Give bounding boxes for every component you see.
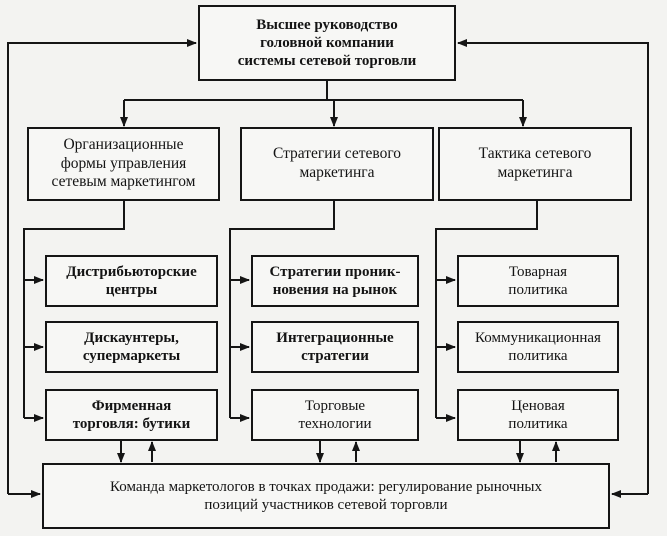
column-2-item-1-label: Стратегии проник- новения на рынок: [269, 263, 401, 298]
feedback-line-right-to-top: [457, 39, 649, 494]
column-2-item-2-label: Интеграционные стратегии: [276, 329, 394, 364]
column-3-header-box: Тактика сетевого маркетинга: [438, 127, 632, 201]
column-3-item-2-box: Коммуникационная политика: [457, 321, 619, 373]
column-3-item-1-box: Товарная политика: [457, 255, 619, 307]
column-2-trunk: [229, 201, 335, 418]
column-3-item-2-label: Коммуникационная политика: [475, 329, 601, 364]
column-3-item-1-label: Товарная политика: [508, 263, 568, 298]
column-3-header-label: Тактика сетевого маркетинга: [478, 145, 592, 181]
top-management-label: Высшее руководство головной компании сис…: [237, 16, 417, 70]
feedback-line-left-to-top: [7, 39, 197, 494]
column-3-item-3-label: Ценовая политика: [508, 397, 568, 432]
marketing-team-box: Команда маркетологов в точках продажи: р…: [42, 463, 610, 529]
column-2-item-1-box: Стратегии проник- новения на рынок: [251, 255, 419, 307]
column-1-header-label: Организационные формы управления сетевым…: [51, 135, 196, 191]
column-2-item-2-box: Интеграционные стратегии: [251, 321, 419, 373]
column-3-trunk: [435, 201, 538, 418]
column-1-trunk: [23, 201, 125, 418]
column-2-header-label: Стратегии сетевого маркетинга: [272, 145, 402, 181]
column-1-header-box: Организационные формы управления сетевым…: [27, 127, 220, 201]
column-1-item-1-label: Дистрибьюторские центры: [66, 263, 197, 298]
column-2-item-3-box: Торговые технологии: [251, 389, 419, 441]
marketing-team-label: Команда маркетологов в точках продажи: р…: [109, 478, 542, 513]
column-2-header-box: Стратегии сетевого маркетинга: [240, 127, 434, 201]
column-1-item-2-label: Дискаунтеры, супермаркеты: [82, 329, 181, 364]
top-management-box: Высшее руководство головной компании сис…: [198, 5, 456, 81]
column-1-item-3-label: Фирменная торговля: бутики: [72, 397, 191, 432]
column-1-item-3-box: Фирменная торговля: бутики: [45, 389, 218, 441]
column-1-item-2-box: Дискаунтеры, супермаркеты: [45, 321, 218, 373]
column-2-item-3-label: Торговые технологии: [298, 397, 372, 432]
column-1-item-1-box: Дистрибьюторские центры: [45, 255, 218, 307]
column-3-item-3-box: Ценовая политика: [457, 389, 619, 441]
